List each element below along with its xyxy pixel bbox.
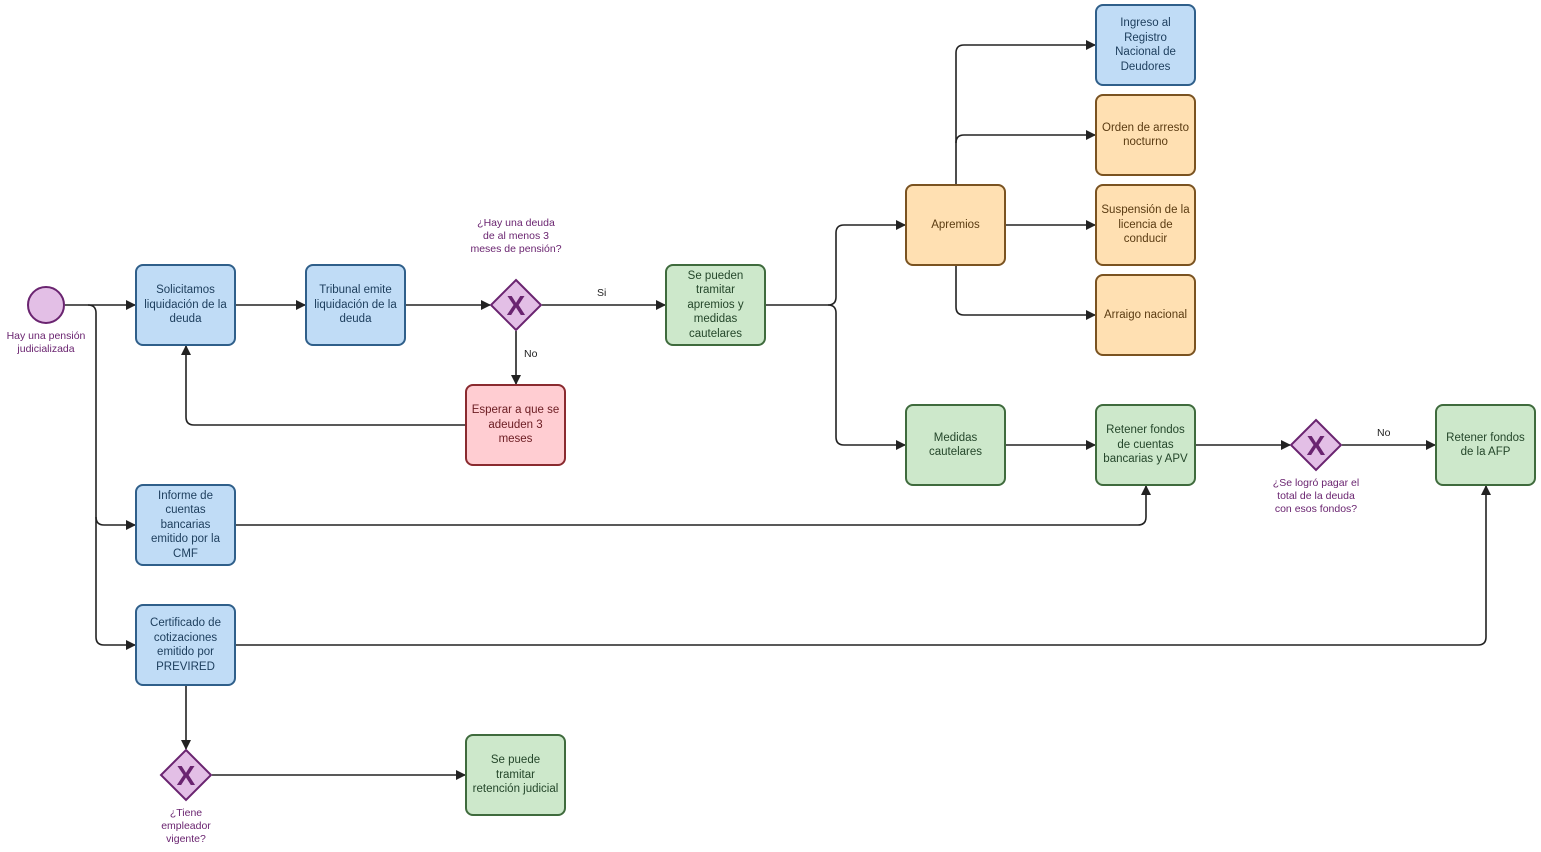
task-se-pueden-tramitar[interactable]: Se pueden tramitar apremios y medidas ca… [665,264,766,346]
gateway-empleador-marker: X [177,760,196,791]
edge-apremios-arraigo [955,265,1096,320]
edge-informe-retener [236,485,1151,526]
task-retencion-judicial[interactable]: Se puede tramitar retención judicial [465,734,566,816]
edge-label-no-deuda: No [524,348,538,360]
task-medidas-cautelares[interactable]: Medidas cautelares [905,404,1006,486]
gateway-deuda-marker: X [507,290,526,321]
edge-apremios-registro [955,40,1096,185]
edge-esperar-solicitamos [181,345,465,426]
gateway-empleador: X [159,748,213,802]
start-event [27,286,65,324]
task-arraigo-nacional[interactable]: Arraigo nacional [1095,274,1196,356]
start-event-label: Hay una pensión judicializada [6,330,86,355]
edge-start-certificado [95,517,136,650]
task-tribunal-emite[interactable]: Tribunal emite liquidación de la deuda [305,264,406,346]
task-suspension-licencia[interactable]: Suspensión de la licencia de conducir [1095,184,1196,266]
edge-sepueden-medidas [827,304,906,450]
edge-apremios-arresto [955,130,1096,144]
task-informe-cuentas[interactable]: Informe de cuentas bancarias emitido por… [135,484,236,566]
edge-label-si: Si [597,287,607,299]
gateway-deuda: X [489,278,543,332]
edge-sepueden-apremios [766,220,906,306]
gateway-deuda-label: ¿Hay una deuda de al menos 3 meses de pe… [470,217,562,255]
task-solicitamos-liquidacion[interactable]: Solicitamos liquidación de la deuda [135,264,236,346]
task-certificado-cotizaciones[interactable]: Certificado de cotizaciones emitido por … [135,604,236,686]
task-arresto-nocturno[interactable]: Orden de arresto nocturno [1095,94,1196,176]
gateway-empleador-label: ¿Tiene empleador vigente? [161,807,211,845]
edge-start-informe [87,304,136,530]
edge-certificado-afp [236,485,1491,646]
task-registro-deudores[interactable]: Ingreso al Registro Nacional de Deudores [1095,4,1196,86]
gateway-pagar: X [1289,418,1343,472]
edge-label-no-pagar: No [1377,427,1391,439]
task-esperar[interactable]: Esperar a que se adeuden 3 meses [465,384,566,466]
task-apremios[interactable]: Apremios [905,184,1006,266]
gateway-pagar-marker: X [1307,430,1326,461]
task-retener-afp[interactable]: Retener fondos de la AFP [1435,404,1536,486]
gateway-pagar-label: ¿Se logró pagar el total de la deuda con… [1272,477,1360,515]
task-retener-cuentas[interactable]: Retener fondos de cuentas bancarias y AP… [1095,404,1196,486]
